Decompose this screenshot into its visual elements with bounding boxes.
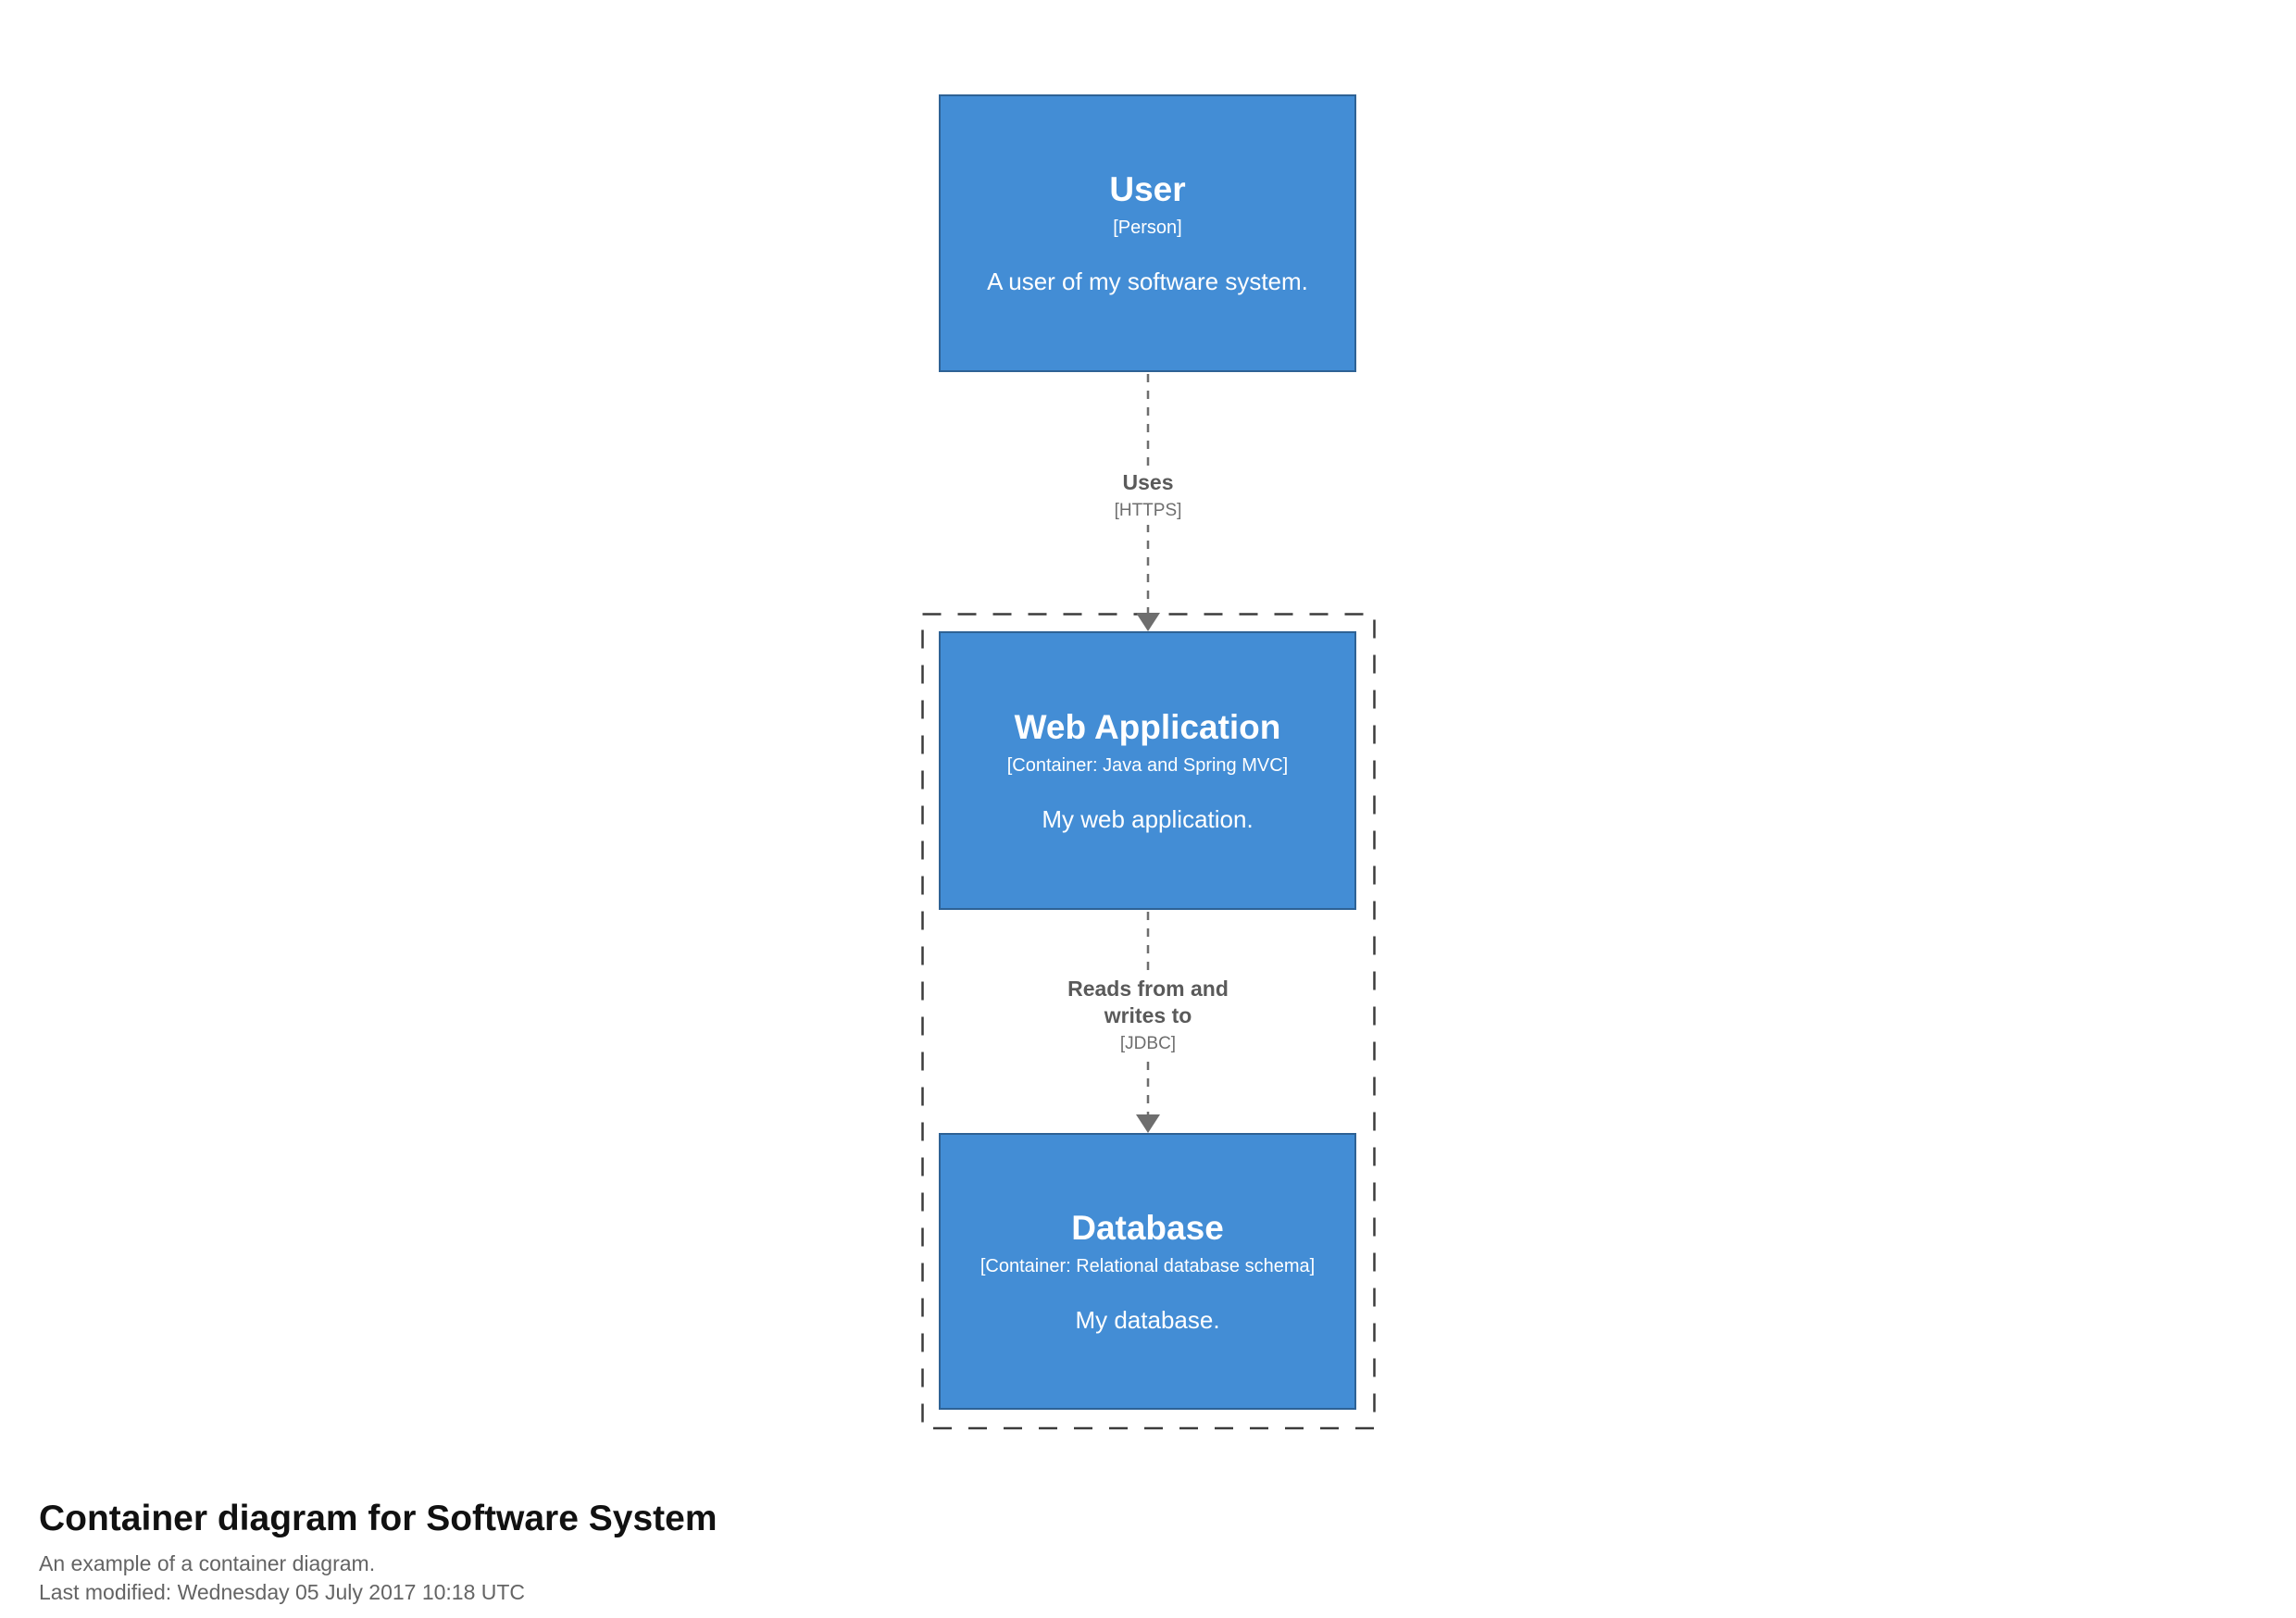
relationship-label-uses: Uses [HTTPS] <box>1104 466 1192 525</box>
element-web-application[interactable]: Web Application [Container: Java and Spr… <box>939 631 1356 910</box>
element-description: My database. <box>1075 1305 1220 1334</box>
relationship-technology: [JDBC] <box>1119 1033 1177 1053</box>
relationship-technology: [HTTPS] <box>1114 500 1182 520</box>
element-name: Database <box>1071 1208 1224 1247</box>
uses-arrowhead-icon <box>1136 613 1160 631</box>
element-metadata: [Person] <box>1113 218 1182 239</box>
jdbc-arrowhead-icon <box>1136 1114 1160 1133</box>
element-database[interactable]: Database [Container: Relational database… <box>939 1133 1356 1410</box>
diagram-title-block: Container diagram for Software System An… <box>39 1498 718 1607</box>
diagram-title: Container diagram for Software System <box>39 1499 718 1538</box>
element-description: A user of my software system. <box>987 268 1308 296</box>
diagram-description: An example of a container diagram. <box>39 1550 376 1575</box>
element-user[interactable]: User [Person] A user of my software syst… <box>939 94 1356 372</box>
relationship-label-jdbc: Reads from and writes to [JDBC] <box>1053 972 1243 1058</box>
relationship-name: Reads from and writes to <box>1067 977 1229 1027</box>
element-metadata: [Container: Relational database schema] <box>980 1255 1316 1276</box>
element-name: User <box>1109 170 1186 209</box>
diagram-last-modified: Last modified: Wednesday 05 July 2017 10… <box>39 1579 526 1604</box>
relationship-name: Uses <box>1122 470 1174 494</box>
element-description: My web application. <box>1042 804 1254 833</box>
element-metadata: [Container: Java and Spring MVC] <box>1006 754 1289 776</box>
element-name: Web Application <box>1014 707 1281 746</box>
